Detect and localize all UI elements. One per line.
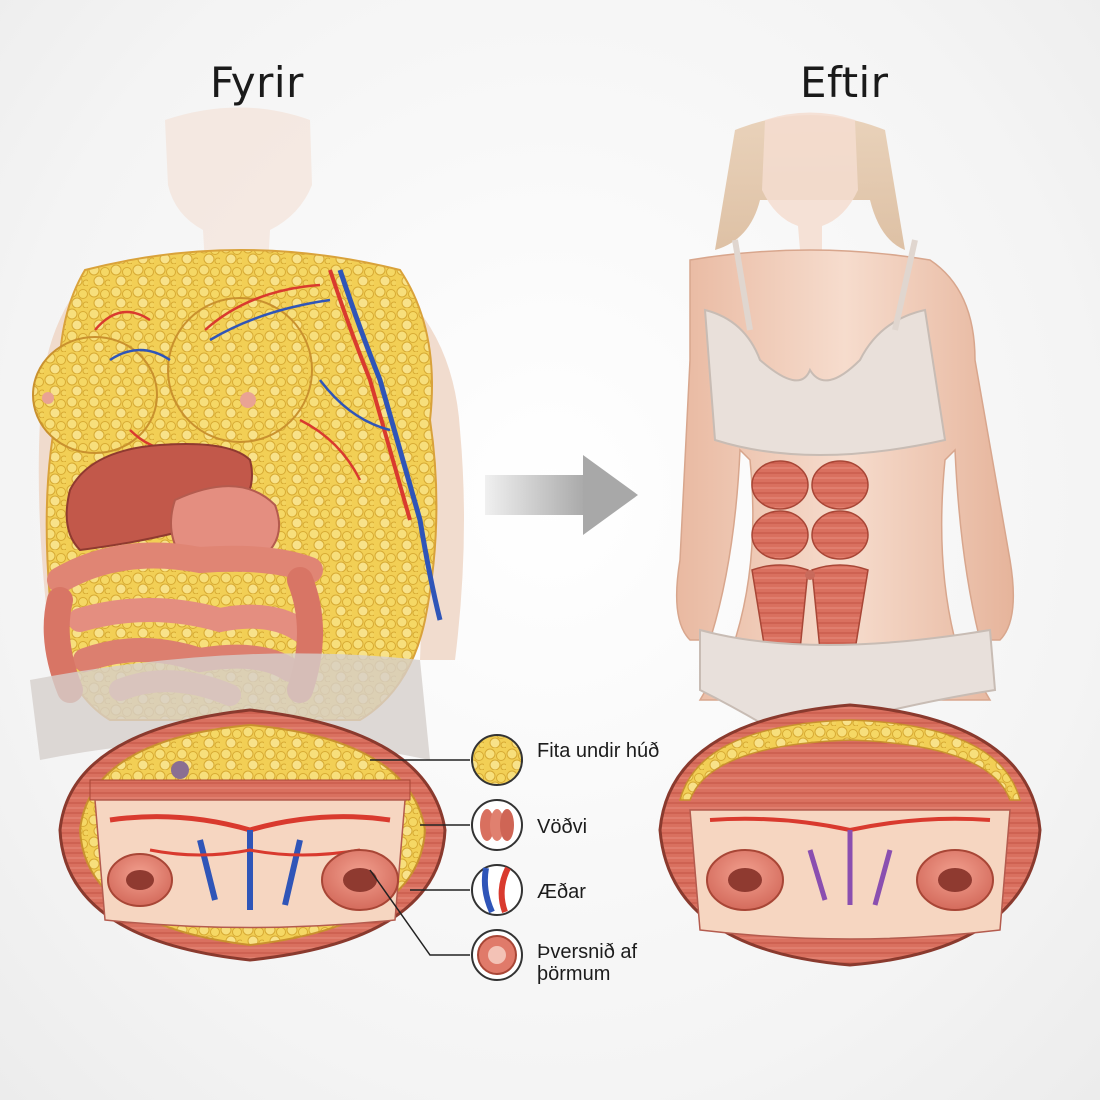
legend-leader-lines — [369, 759, 470, 956]
after-figure — [675, 112, 1015, 762]
blood-vessels-icon — [471, 864, 523, 916]
legend-label-intestine: Þversnið af þörmum — [537, 941, 638, 985]
before-cross-section — [58, 708, 447, 962]
muscle-fiber-icon — [471, 799, 523, 851]
legend-label-fat: Fita undir húð — [537, 740, 660, 762]
before-title: Fyrir — [210, 58, 304, 107]
after-cross-section — [658, 703, 1042, 967]
sports-bra — [703, 308, 947, 456]
legend-label-vessels: Æðar — [537, 881, 586, 903]
legend-label-muscle: Vöðvi — [537, 816, 588, 838]
transition-arrow — [485, 455, 638, 535]
before-figure — [30, 107, 464, 760]
intestine-cross-section-icon — [471, 929, 523, 981]
after-title: Eftir — [800, 58, 889, 107]
fat-cells-icon — [471, 734, 523, 786]
